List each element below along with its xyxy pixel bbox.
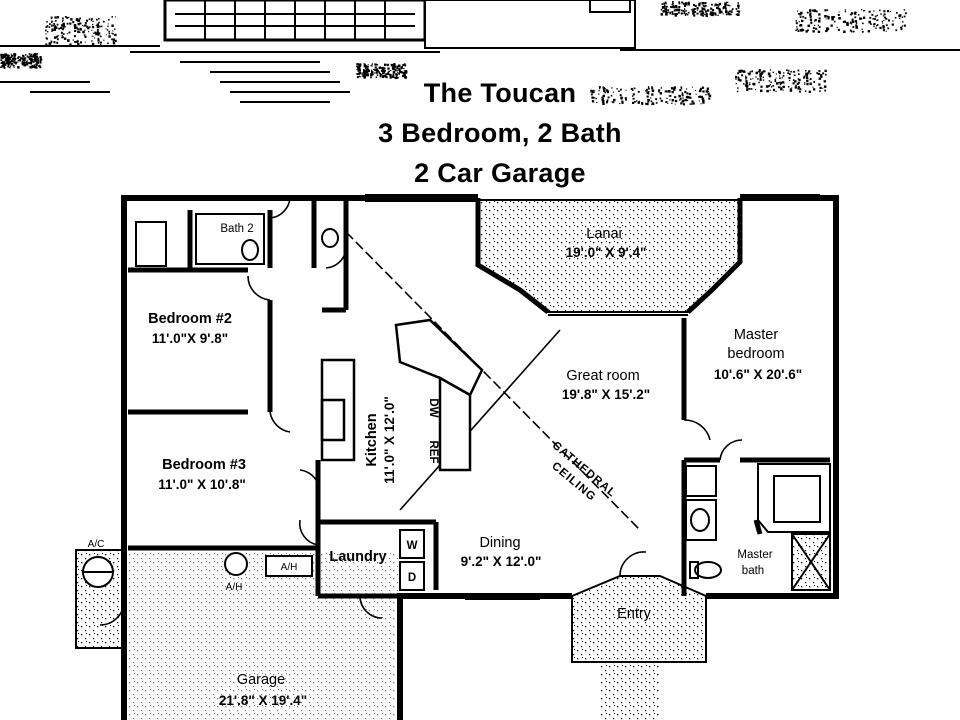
garage-floor-stipple [128,552,398,720]
bedroom3-name: Bedroom #3 [162,457,246,473]
plan-subtitle-garage: 2 Car Garage [414,158,586,188]
dryer-label: D [408,572,416,584]
dishwasher-label: DW [427,398,439,417]
master-bedroom-name2: bedroom [727,346,784,362]
master-bath-name: Master [737,549,772,561]
kitchen-dims: 11'.0" X 12'.0" [382,396,397,484]
bedroom3-dims: 11'.0" X 10'.8" [158,477,246,492]
ah-unit [224,552,248,576]
bedroom2-dims: 11'.0"X 9'.8" [152,331,228,346]
bath2-name: Bath 2 [220,223,253,235]
plan-subtitle-beds-baths: 3 Bedroom, 2 Bath [378,118,622,148]
door-swings [99,197,743,626]
dining-name: Dining [479,535,520,551]
master-bedroom-name: Master [734,327,778,343]
walkway [600,662,660,720]
laundry-appliances [399,529,425,591]
bedroom2-name: Bedroom #2 [148,311,232,327]
master-bath-fixtures [685,463,831,591]
entry-name: Entry [617,606,652,622]
master-bedroom-dims: 10'.6" X 20'.6" [714,367,802,382]
washer-label: W [407,540,418,552]
ac-label: A/C [88,539,105,550]
kitchen-counter [320,318,484,472]
ah-box-label: A/H [281,562,298,573]
laundry-name: Laundry [329,549,386,565]
ah-box [265,555,313,577]
refrigerator-label: REF [427,441,439,464]
great-room-name: Great room [566,368,639,384]
lanai-dims: 19'.0" X 9'.4" [566,245,647,260]
bath2-fixtures [135,213,339,267]
lanai-name: Lanai [586,226,621,242]
ah-label: A/H [226,582,243,593]
great-room-dims: 19'.8" X 15'.2" [562,387,650,402]
garage-dims: 21'.8" X 19'.4" [219,693,307,708]
dining-dims: 9'.2" X 12'.0" [461,554,542,569]
garage-name: Garage [237,672,285,688]
master-bath-name2: bath [742,565,764,577]
floor-plan-diagram: W D Lanai 19'.0" X 9'.4" Bath 2 Bedroom … [75,194,839,720]
house-elevation-sketch [0,0,960,106]
plan-title: The Toucan [423,78,577,108]
kitchen-name: Kitchen [364,413,380,466]
